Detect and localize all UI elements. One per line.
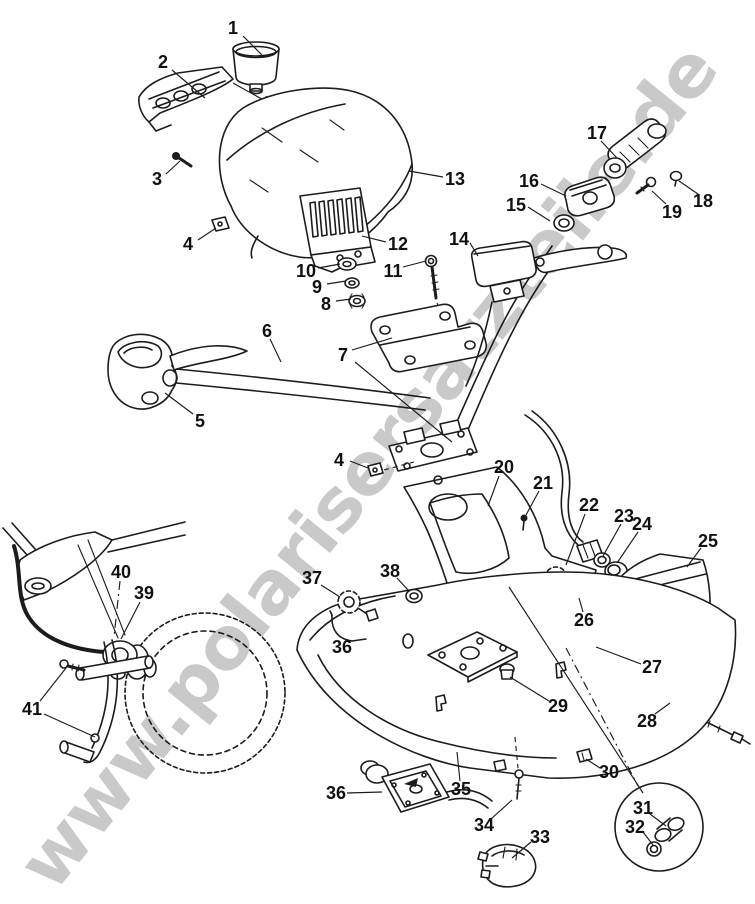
part-36-ignition-switch (360, 760, 493, 813)
part-4-clip (211, 216, 230, 232)
part-30-clip (576, 748, 593, 763)
part-29-cap-nut (499, 663, 515, 680)
part-36-bracket-brace (329, 610, 367, 642)
part-5-thumb-control (107, 333, 248, 410)
handlebar-mount-plate (388, 419, 478, 472)
detail-circle (614, 782, 704, 872)
part-18-cap (669, 170, 683, 187)
part-33-clamp (477, 843, 537, 888)
part-8-nut (348, 293, 366, 309)
part-17-grip (603, 118, 667, 179)
part-2-instrument-cluster (138, 66, 297, 132)
part-35-dash-housing (296, 571, 737, 779)
part-10-washer (337, 257, 357, 271)
part-9-washer (344, 277, 360, 289)
part-34-screw (514, 736, 524, 800)
part-16-switch-block (564, 176, 616, 217)
leader-lines (39, 35, 702, 859)
part-14-master-cylinder (465, 240, 628, 387)
wiring-cable (524, 410, 584, 546)
frame-and-speedo-drive (2, 521, 286, 774)
part-32-ring (646, 841, 662, 857)
part-3-screw (172, 152, 193, 168)
part-23-ring (593, 552, 611, 568)
part-4-clip-lower (367, 461, 415, 477)
part-38-grommet (405, 588, 423, 604)
part-37-switch-knob (337, 590, 379, 622)
part-19-screw (635, 176, 657, 195)
part-21-screw (520, 514, 528, 531)
part-15-ring (553, 214, 575, 232)
part-7-handlebar-clamp (370, 303, 488, 373)
